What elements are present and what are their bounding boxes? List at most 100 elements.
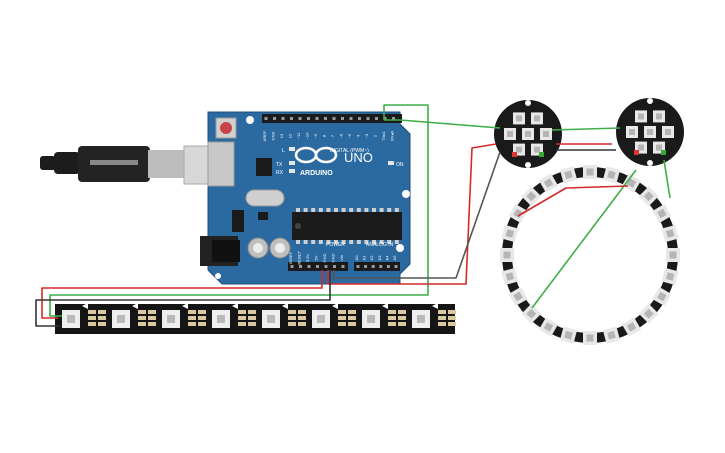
strip-pad [438, 316, 446, 320]
strip-pad [248, 322, 256, 326]
wire-gray-gnd-ring[interactable] [333, 151, 501, 279]
header-pin[interactable] [349, 117, 353, 120]
wire-green-ring-right[interactable] [663, 159, 671, 199]
arrow-icon [382, 303, 388, 309]
header-pin[interactable] [394, 265, 398, 268]
header-pin[interactable] [307, 117, 310, 120]
strip-pad [148, 316, 156, 320]
pin-label: A3 [377, 255, 382, 261]
header-pin[interactable] [371, 265, 375, 268]
arrow-icon [332, 303, 338, 309]
strip-pad [448, 316, 456, 320]
strip-pad [298, 322, 306, 326]
power-header[interactable] [288, 262, 348, 271]
header-pin[interactable] [364, 265, 368, 268]
header-pin[interactable] [324, 117, 327, 120]
neopixel-jewel-left[interactable] [494, 100, 562, 168]
header-pin[interactable] [273, 117, 276, 120]
ring-led [583, 165, 597, 179]
header-pin[interactable] [358, 117, 361, 120]
strip-pad [138, 310, 146, 314]
strip-pad [238, 310, 246, 314]
strip-pad [338, 310, 346, 314]
strip-pad [198, 310, 206, 314]
header-pin[interactable] [366, 117, 370, 120]
strip-pad [448, 322, 456, 326]
strip-pad [188, 310, 196, 314]
usb-cable[interactable] [40, 145, 231, 185]
neopixel-ring-24[interactable] [500, 165, 680, 345]
header-pin[interactable] [299, 265, 302, 268]
ring-led [508, 286, 528, 307]
pin-label: 7 [330, 134, 335, 137]
wire-red-5v[interactable] [41, 270, 323, 319]
header-pin[interactable] [281, 117, 285, 120]
header-pin[interactable] [392, 117, 395, 120]
strip-pad [298, 310, 306, 314]
pin-label: ~9 [313, 133, 318, 138]
strip-pad [388, 310, 396, 314]
wire-green-ring-diag[interactable] [531, 169, 637, 309]
led-strip[interactable] [55, 303, 456, 334]
pin-label: AREF [262, 130, 267, 141]
strip-pad [338, 322, 346, 326]
pin-label: GND [322, 253, 327, 262]
strip-pad [438, 310, 446, 314]
wire-green-jewel-link[interactable] [551, 127, 621, 131]
pin-label: 2 [373, 134, 378, 137]
pin-label: A4 [384, 255, 389, 261]
header-pin[interactable] [316, 265, 319, 268]
arrow-icon [182, 303, 188, 309]
digital-header[interactable] [262, 114, 402, 123]
power-jack [200, 236, 240, 266]
pin-label: ~10 [305, 132, 310, 140]
led-l-label: L [282, 148, 285, 154]
header-pin[interactable] [333, 265, 336, 268]
header-pin[interactable] [307, 265, 311, 268]
ring-led [559, 166, 578, 184]
arrow-icon [82, 303, 88, 309]
wire-red-ring[interactable] [517, 185, 629, 217]
neopixel-jewel-right[interactable] [616, 98, 684, 166]
arrow-icon [282, 303, 288, 309]
header-pin[interactable] [290, 117, 293, 120]
pin-label: Vin [339, 255, 344, 261]
power-label: POWER [326, 242, 345, 248]
header-pin[interactable] [298, 117, 302, 120]
header-pin[interactable] [356, 265, 360, 268]
ring-led [666, 248, 680, 262]
ring-led [621, 317, 642, 337]
header-pin[interactable] [341, 117, 344, 120]
pin-label: GND [331, 253, 336, 262]
pin-label: ~11 [296, 132, 301, 139]
reset-button[interactable] [215, 117, 237, 139]
header-pin[interactable] [375, 117, 378, 120]
header-pin[interactable] [264, 117, 268, 120]
pin-label: ~5 [347, 133, 352, 138]
strip-pad [138, 316, 146, 320]
wire-green-data-top[interactable] [49, 104, 429, 317]
wire-red-to-ring[interactable] [327, 143, 497, 285]
strip-pad [338, 316, 346, 320]
wire-black-gnd[interactable] [35, 270, 331, 327]
ring-led [501, 224, 519, 243]
header-pin[interactable] [379, 265, 383, 268]
strip-pad [348, 322, 356, 326]
strip-pad [88, 316, 96, 320]
analog-header[interactable] [354, 262, 400, 271]
header-pin[interactable] [383, 117, 387, 120]
strip-pad [198, 316, 206, 320]
header-pin[interactable] [290, 265, 294, 268]
strip-pad [98, 310, 106, 314]
header-pin[interactable] [315, 117, 319, 120]
pin-label: 3.3V [305, 254, 310, 263]
header-pin[interactable] [386, 265, 390, 268]
header-pin[interactable] [332, 117, 336, 120]
wire-green-to-jewel[interactable] [384, 119, 501, 129]
pin-label: TX▸1 [381, 131, 386, 141]
strip-pad [148, 322, 156, 326]
header-pin[interactable] [324, 265, 328, 268]
header-pin[interactable] [341, 265, 345, 268]
